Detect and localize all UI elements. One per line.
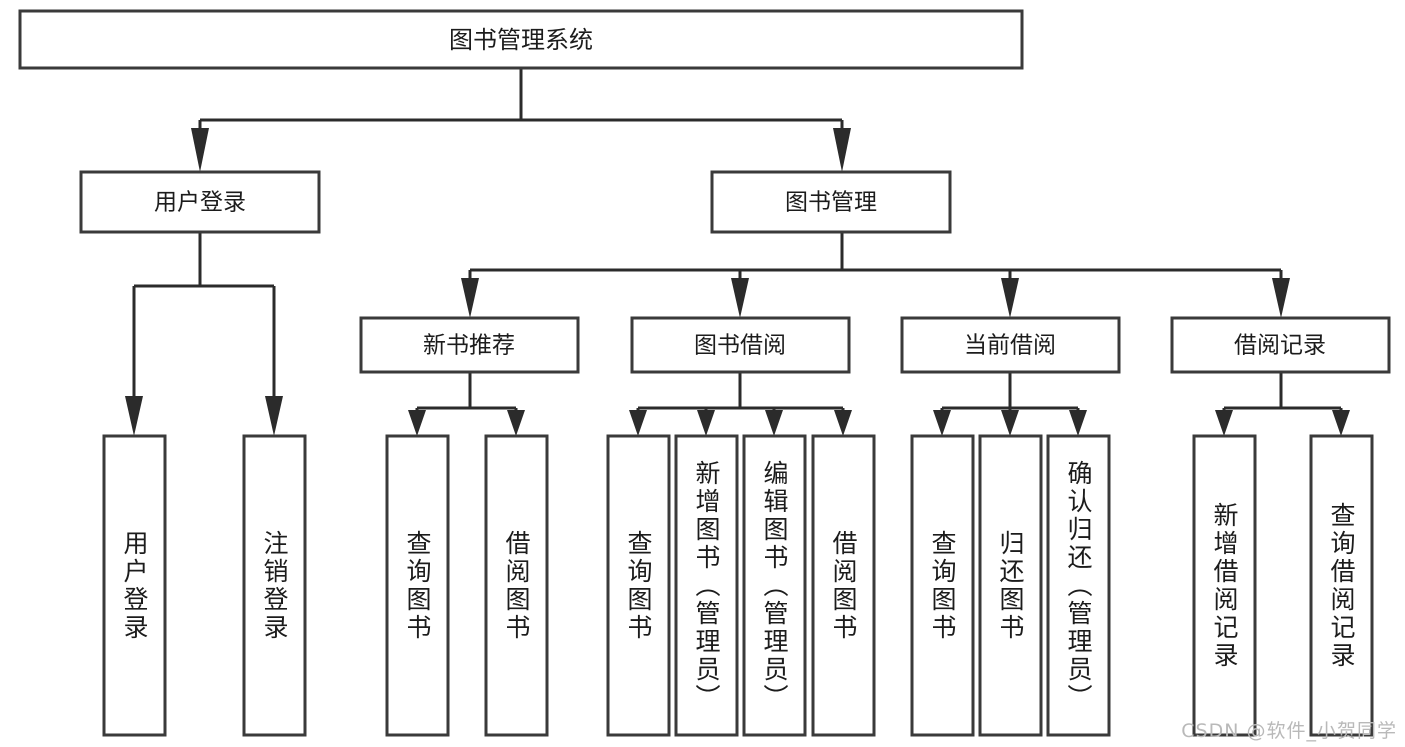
node-root-title[interactable]: 图书管理系统 — [18, 9, 1024, 70]
arrow-head-leaf-query-record — [1332, 410, 1350, 436]
node-book-borrow[interactable]: 图书借阅 — [630, 316, 851, 374]
node-label-current-borrow: 当前借阅 — [964, 333, 1056, 359]
node-book-management[interactable]: 图书管理 — [710, 170, 952, 234]
connector-group-newbookrec-to-leaves — [408, 372, 525, 436]
connector-group-borrowrecord-to-leaves — [1215, 372, 1350, 436]
node-box-root[interactable] — [18, 9, 1024, 70]
arrow-head-to-book-borrow — [731, 278, 749, 318]
node-new-book-recommend[interactable]: 新书推荐 — [359, 316, 580, 374]
node-box-leaf-add-record[interactable] — [1192, 434, 1257, 737]
arrow-head-leaf-query-book-c — [933, 410, 951, 436]
node-box-leaf-borrow-book-a[interactable] — [484, 434, 549, 737]
watermark-text: CSDN @软件_小贺同学 — [1181, 720, 1397, 742]
node-label-borrow-record: 借阅记录 — [1234, 333, 1326, 359]
arrow-head-to-current-borrow — [1001, 278, 1019, 318]
node-label-root: 图书管理系统 — [449, 26, 593, 54]
node-box-leaf-user-login[interactable] — [102, 434, 167, 737]
node-box-book-management[interactable] — [710, 170, 952, 234]
node-label-new-book-recommend: 新书推荐 — [423, 333, 515, 359]
node-box-leaf-add-book[interactable] — [674, 434, 739, 737]
arrow-head-leaf-borrow-book-a — [507, 410, 525, 436]
node-user-login[interactable]: 用户登录 — [79, 170, 321, 234]
arrow-head-leaf-edit-book — [765, 410, 783, 436]
node-box-book-borrow[interactable] — [630, 316, 851, 374]
arrow-head-to-borrow-record — [1272, 278, 1290, 318]
arrow-head-leaf-user-login — [125, 396, 143, 436]
arrow-head-to-new-book-rec — [461, 278, 479, 318]
connector-group-bookborrow-to-leaves — [629, 372, 852, 436]
node-box-current-borrow[interactable] — [900, 316, 1121, 374]
connector-group-userlogin-to-leaves — [125, 232, 283, 436]
arrow-head-leaf-add-record — [1215, 410, 1233, 436]
node-current-borrow[interactable]: 当前借阅 — [900, 316, 1121, 374]
node-box-leaf-borrow-book-b[interactable] — [811, 434, 876, 737]
node-box-leaf-query-record[interactable] — [1309, 434, 1374, 737]
node-box-leaf-query-book-c[interactable] — [910, 434, 975, 737]
node-borrow-record[interactable]: 借阅记录 — [1170, 316, 1391, 374]
node-box-user-login[interactable] — [79, 170, 321, 234]
arrow-head-leaf-confirm-return — [1069, 410, 1087, 436]
node-label-book-management: 图书管理 — [785, 190, 877, 216]
node-label-user-login: 用户登录 — [154, 190, 246, 216]
node-box-leaf-confirm-return[interactable] — [1046, 434, 1111, 737]
node-box-leaf-logout[interactable] — [242, 434, 307, 737]
arrow-head-leaf-query-book-b — [629, 410, 647, 436]
connector-group-root-to-level1 — [191, 68, 851, 172]
node-box-leaf-edit-book[interactable] — [742, 434, 807, 737]
arrow-head-leaf-return-book — [1001, 410, 1019, 436]
connector-group-bookmgmt-to-level2 — [461, 232, 1290, 318]
node-box-leaf-query-book-a[interactable] — [385, 434, 450, 737]
arrow-head-leaf-query-book-a — [408, 410, 426, 436]
arrow-head-leaf-add-book — [697, 410, 715, 436]
node-box-borrow-record[interactable] — [1170, 316, 1391, 374]
arrow-head-leaf-borrow-book-b — [834, 410, 852, 436]
arrow-head-to-user-login — [191, 128, 209, 172]
node-box-leaf-return-book[interactable] — [978, 434, 1043, 737]
arrow-head-to-book-management — [833, 128, 851, 172]
node-box-new-book-recommend[interactable] — [359, 316, 580, 374]
node-label-book-borrow: 图书借阅 — [694, 333, 786, 359]
node-box-leaf-query-book-b[interactable] — [606, 434, 671, 737]
connector-group-currentborrow-to-leaves — [933, 372, 1087, 436]
arrow-head-leaf-logout — [265, 396, 283, 436]
